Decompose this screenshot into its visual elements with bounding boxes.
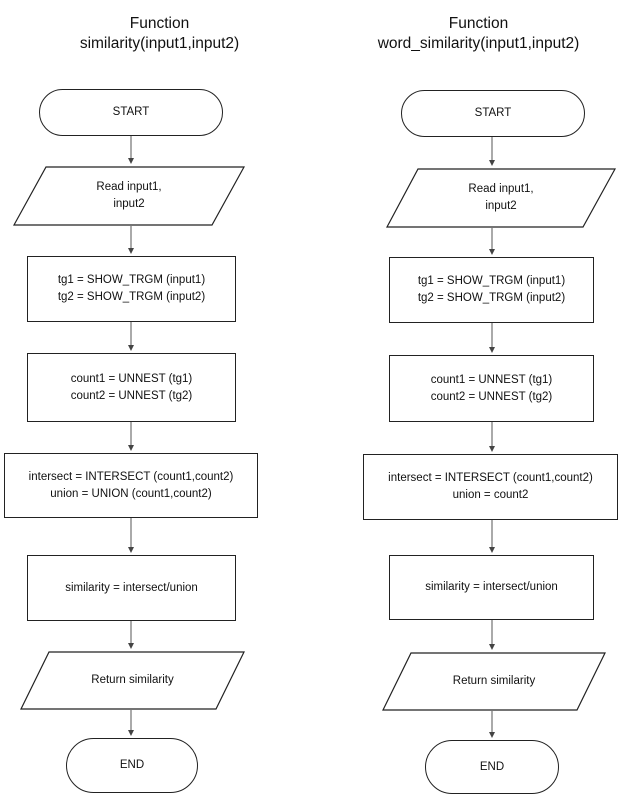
similarity-flowchart: Function similarity(input1,input2) START… xyxy=(0,14,319,793)
read-input-parallelogram: Read input1, input2 xyxy=(13,166,245,226)
return-parallelogram: Return similarity xyxy=(20,651,245,710)
parallelogram-outline xyxy=(382,652,606,711)
parallelogram-outline xyxy=(13,166,245,226)
read-input-parallelogram: Read input1, input2 xyxy=(386,168,616,228)
show-trgm-process: tg1 = SHOW_TRGM (input1) tg2 = SHOW_TRGM… xyxy=(389,257,594,323)
title-line-1: Function xyxy=(129,15,190,32)
unnest-process: count1 = UNNEST (tg1) count2 = UNNEST (t… xyxy=(389,355,594,422)
parallelogram-outline xyxy=(20,651,245,710)
flowchart-title: Function word_similarity(input1,input2) xyxy=(319,14,638,54)
title-line-1: Function xyxy=(448,15,509,32)
similarity-process: similarity = intersect/union xyxy=(389,555,594,620)
intersect-union-process: intersect = INTERSECT (count1,count2) un… xyxy=(363,454,618,520)
intersect-union-process: intersect = INTERSECT (count1,count2) un… xyxy=(4,453,258,518)
show-trgm-process: tg1 = SHOW_TRGM (input1) tg2 = SHOW_TRGM… xyxy=(27,256,236,322)
unnest-process: count1 = UNNEST (tg1) count2 = UNNEST (t… xyxy=(27,353,236,422)
start-terminal: START xyxy=(401,90,585,137)
parallelogram-outline xyxy=(386,168,616,228)
word-similarity-flowchart: Function word_similarity(input1,input2) … xyxy=(319,0,638,795)
title-line-2: word_similarity(input1,input2) xyxy=(377,35,580,52)
end-terminal: END xyxy=(66,738,198,793)
flowchart-title: Function similarity(input1,input2) xyxy=(0,14,319,54)
similarity-process: similarity = intersect/union xyxy=(27,555,236,621)
return-parallelogram: Return similarity xyxy=(382,652,606,711)
start-terminal: START xyxy=(39,89,223,136)
title-line-2: similarity(input1,input2) xyxy=(79,35,240,52)
end-terminal: END xyxy=(425,740,559,794)
